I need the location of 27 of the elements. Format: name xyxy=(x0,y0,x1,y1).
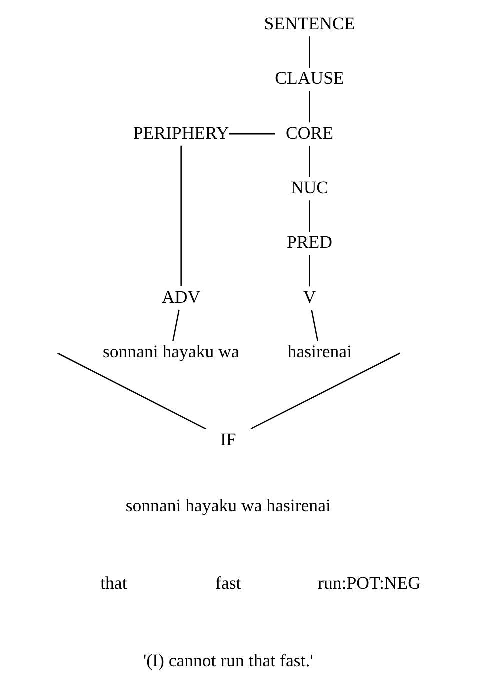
connector xyxy=(230,133,276,135)
connector xyxy=(309,91,310,123)
label: fast xyxy=(216,572,242,593)
connector xyxy=(309,146,310,178)
node-text: IF xyxy=(220,429,236,450)
connector xyxy=(309,36,310,68)
node-text: hasirenai xyxy=(288,342,352,362)
label: '(I) cannot run that fast.' xyxy=(143,650,314,670)
connector xyxy=(250,352,400,430)
node-text: NUC xyxy=(290,177,329,198)
node-text: CORE xyxy=(286,122,334,143)
node-text: SENTENCE xyxy=(264,13,356,34)
node-text: V xyxy=(303,286,316,307)
connector xyxy=(172,310,180,342)
node-text: ADV xyxy=(162,286,201,307)
label: run:POT:NEG xyxy=(318,572,421,593)
node-text: CLAUSE xyxy=(275,68,344,88)
node-text: PRED xyxy=(287,232,333,252)
node-text: PERIPHERY xyxy=(133,122,230,143)
connector xyxy=(180,146,182,286)
node-text: sonnani hayaku wa xyxy=(102,342,240,362)
label: that xyxy=(100,572,128,593)
connector xyxy=(309,255,310,287)
label: sonnani hayaku wa hasirenai xyxy=(126,495,331,516)
connector xyxy=(309,200,310,232)
connector xyxy=(311,310,319,342)
connector xyxy=(58,352,206,430)
